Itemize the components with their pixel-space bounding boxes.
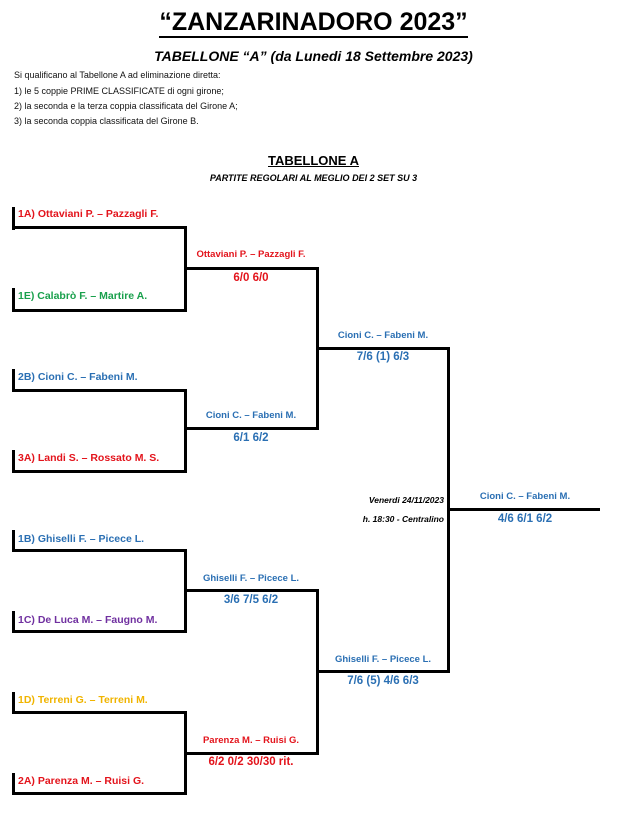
entry-2b: 2B) Cioni C. – Fabeni M. bbox=[18, 371, 138, 383]
bracket-line bbox=[12, 226, 187, 229]
intro-line: 2) la seconda e la terza coppia classifi… bbox=[14, 101, 238, 111]
title-text: “ZANZARINADORO 2023” bbox=[159, 8, 468, 38]
bracket-line bbox=[12, 711, 187, 714]
round2-winner: Parenza M. – Ruisi G. bbox=[202, 735, 300, 746]
bracket-line bbox=[12, 611, 15, 633]
final-date: Venerdi 24/11/2023 bbox=[368, 495, 444, 505]
intro-line: Si qualificano al Tabellone A ad elimina… bbox=[14, 70, 221, 80]
bracket-line bbox=[12, 207, 15, 230]
round3-score: 7/6 (5) 4/6 6/3 bbox=[347, 675, 419, 687]
bracket-line bbox=[316, 347, 450, 350]
round3-score: 7/6 (1) 6/3 bbox=[356, 351, 410, 363]
bracket-title-text: TABELLONE A bbox=[268, 153, 359, 168]
page-title: “ZANZARINADORO 2023” bbox=[0, 8, 627, 38]
bracket-subtitle: PARTITE REGOLARI AL MEGLIO DEI 2 SET SU … bbox=[209, 173, 418, 183]
bracket-title: TABELLONE A bbox=[0, 153, 627, 168]
bracket-line bbox=[12, 470, 187, 473]
round2-winner: Cioni C. – Fabeni M. bbox=[205, 410, 297, 421]
round2-winner: Ottaviani P. – Pazzagli F. bbox=[196, 249, 306, 260]
bracket-line bbox=[447, 508, 600, 511]
entry-1b: 1B) Ghiselli F. – Picece L. bbox=[18, 533, 145, 545]
final-winner: Cioni C. – Fabeni M. bbox=[479, 491, 571, 502]
bracket-line bbox=[184, 589, 319, 592]
entry-2a: 2A) Parenza M. – Ruisi G. bbox=[18, 775, 145, 787]
entry-1c: 1C) De Luca M. – Faugno M. bbox=[18, 614, 158, 626]
page-subtitle: TABELLONE “A” (da Lunedi 18 Settembre 20… bbox=[154, 48, 473, 64]
bracket-line bbox=[12, 773, 15, 795]
round2-score: 6/0 6/0 bbox=[233, 272, 269, 284]
bracket-line bbox=[12, 692, 15, 714]
round3-winner: Cioni C. – Fabeni M. bbox=[337, 330, 429, 341]
final-time-place: h. 18:30 - Centralino bbox=[362, 514, 444, 524]
intro-line: 3) la seconda coppia classificata del Gi… bbox=[14, 116, 199, 126]
bracket-line bbox=[316, 670, 450, 673]
bracket-line bbox=[12, 530, 15, 552]
bracket-line bbox=[12, 389, 187, 392]
entry-3a: 3A) Landi S. – Rossato M. S. bbox=[18, 452, 160, 464]
bracket-line bbox=[12, 309, 187, 312]
bracket-line bbox=[12, 369, 15, 392]
bracket-line bbox=[12, 450, 15, 473]
bracket-line bbox=[12, 630, 187, 633]
round2-score: 3/6 7/5 6/2 bbox=[223, 594, 279, 606]
intro-line: 1) le 5 coppie PRIME CLASSIFICATE di ogn… bbox=[14, 86, 224, 96]
bracket-line bbox=[12, 288, 15, 311]
round2-winner: Ghiselli F. – Picece L. bbox=[202, 573, 300, 584]
bracket-line bbox=[12, 792, 187, 795]
round2-score: 6/1 6/2 bbox=[233, 432, 269, 444]
bracket-line bbox=[184, 389, 187, 473]
round3-winner: Ghiselli F. – Picece L. bbox=[334, 654, 432, 665]
bracket-line bbox=[184, 752, 319, 755]
bracket-line bbox=[184, 427, 319, 430]
entry-1d: 1D) Terreni G. – Terreni M. bbox=[18, 694, 148, 706]
bracket-line bbox=[184, 267, 319, 270]
round2-score: 6/2 0/2 30/30 rit. bbox=[208, 756, 294, 768]
entry-1e: 1E) Calabrò F. – Martire A. bbox=[18, 290, 148, 302]
bracket-line bbox=[12, 549, 187, 552]
entry-1a: 1A) Ottaviani P. – Pazzagli F. bbox=[18, 208, 159, 220]
final-score: 4/6 6/1 6/2 bbox=[497, 513, 553, 525]
